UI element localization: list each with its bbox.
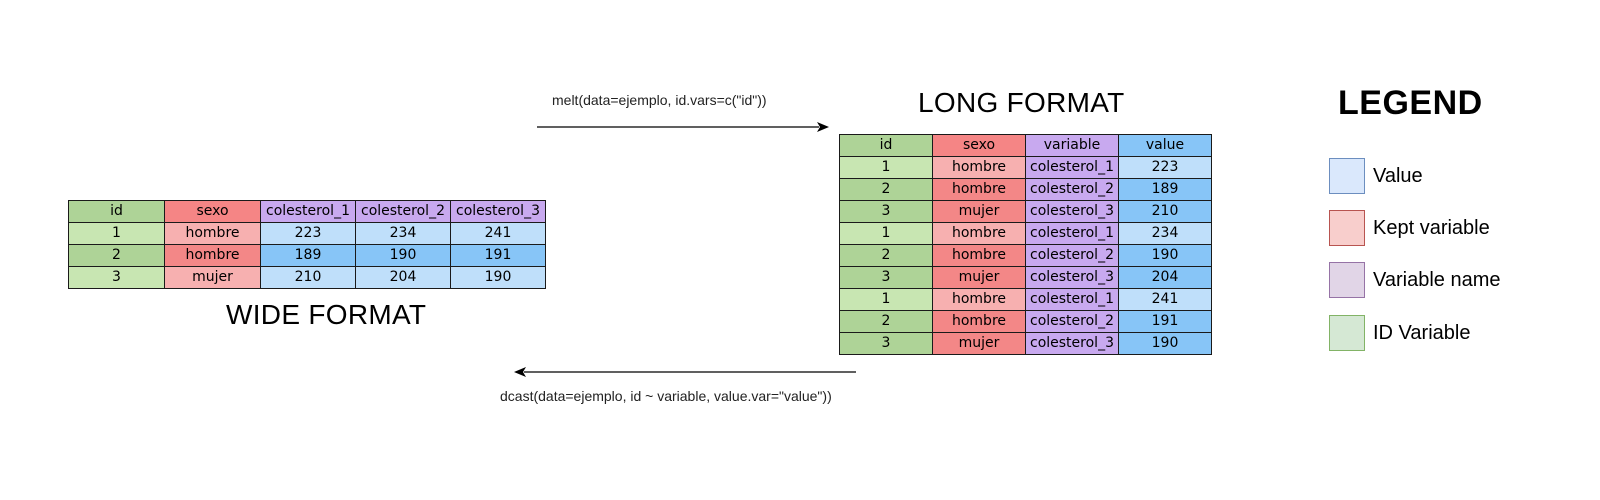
table-cell: 3: [68, 266, 165, 289]
table-cell: 1: [68, 222, 165, 245]
column-header: id: [839, 134, 933, 157]
melt-command-label: melt(data=ejemplo, id.vars=c("id")): [552, 92, 767, 108]
table-cell: colesterol_2: [1025, 310, 1119, 333]
table-cell: hombre: [932, 288, 1026, 311]
column-header: sexo: [164, 200, 261, 223]
table-cell: 234: [355, 222, 451, 245]
table-cell: 189: [260, 244, 356, 267]
table-cell: 3: [839, 266, 933, 289]
table-cell: 191: [450, 244, 546, 267]
legend-item-kept: Kept variable: [1329, 209, 1490, 247]
legend-label: Variable name: [1373, 268, 1501, 291]
table-cell: 234: [1118, 222, 1212, 245]
column-header: id: [68, 200, 165, 223]
legend-swatch: [1329, 262, 1365, 298]
legend-item-var: Variable name: [1329, 261, 1500, 299]
table-cell: hombre: [164, 244, 261, 267]
legend-label: ID Variable: [1373, 321, 1471, 344]
legend-title: LEGEND: [1338, 84, 1483, 122]
table-cell: colesterol_2: [1025, 244, 1119, 267]
table-cell: 2: [68, 244, 165, 267]
column-header: value: [1118, 134, 1212, 157]
table-cell: 223: [1118, 156, 1212, 179]
table-cell: 190: [1118, 244, 1212, 267]
table-cell: colesterol_1: [1025, 288, 1119, 311]
table-cell: colesterol_3: [1025, 332, 1119, 355]
table-cell: 241: [1118, 288, 1212, 311]
table-cell: hombre: [932, 310, 1026, 333]
table-cell: mujer: [932, 266, 1026, 289]
table-cell: 204: [355, 266, 451, 289]
legend-swatch: [1329, 210, 1365, 246]
table-cell: mujer: [932, 200, 1026, 223]
table-cell: 210: [1118, 200, 1212, 223]
table-cell: hombre: [932, 244, 1026, 267]
table-cell: 190: [355, 244, 451, 267]
table-cell: 2: [839, 244, 933, 267]
legend-swatch: [1329, 315, 1365, 351]
table-cell: 1: [839, 288, 933, 311]
column-header: colesterol_3: [450, 200, 546, 223]
table-cell: colesterol_2: [1025, 178, 1119, 201]
table-cell: 241: [450, 222, 546, 245]
wide-format-title: WIDE FORMAT: [226, 299, 427, 330]
table-cell: 3: [839, 332, 933, 355]
legend-item-value: Value: [1329, 157, 1423, 195]
column-header: variable: [1025, 134, 1119, 157]
table-cell: hombre: [164, 222, 261, 245]
table-cell: colesterol_3: [1025, 200, 1119, 223]
table-cell: 2: [839, 178, 933, 201]
column-header: colesterol_2: [355, 200, 451, 223]
table-cell: hombre: [932, 178, 1026, 201]
table-cell: 189: [1118, 178, 1212, 201]
dcast-arrow: [514, 367, 856, 377]
long-format-title: LONG FORMAT: [918, 87, 1125, 118]
table-cell: 204: [1118, 266, 1212, 289]
table-cell: hombre: [932, 156, 1026, 179]
table-cell: 1: [839, 156, 933, 179]
legend-swatch: [1329, 158, 1365, 194]
table-cell: 190: [450, 266, 546, 289]
legend-item-id: ID Variable: [1329, 314, 1470, 352]
melt-arrow: [537, 122, 829, 132]
table-cell: 223: [260, 222, 356, 245]
table-cell: 3: [839, 200, 933, 223]
legend-label: Value: [1373, 164, 1423, 187]
table-cell: 191: [1118, 310, 1212, 333]
table-cell: hombre: [932, 222, 1026, 245]
table-cell: 210: [260, 266, 356, 289]
table-cell: 190: [1118, 332, 1212, 355]
table-cell: colesterol_1: [1025, 156, 1119, 179]
dcast-command-label: dcast(data=ejemplo, id ~ variable, value…: [500, 388, 832, 404]
table-cell: 2: [839, 310, 933, 333]
table-cell: colesterol_3: [1025, 266, 1119, 289]
table-cell: 1: [839, 222, 933, 245]
table-cell: colesterol_1: [1025, 222, 1119, 245]
table-cell: mujer: [932, 332, 1026, 355]
column-header: sexo: [932, 134, 1026, 157]
legend-label: Kept variable: [1373, 216, 1490, 239]
column-header: colesterol_1: [260, 200, 356, 223]
table-cell: mujer: [164, 266, 261, 289]
